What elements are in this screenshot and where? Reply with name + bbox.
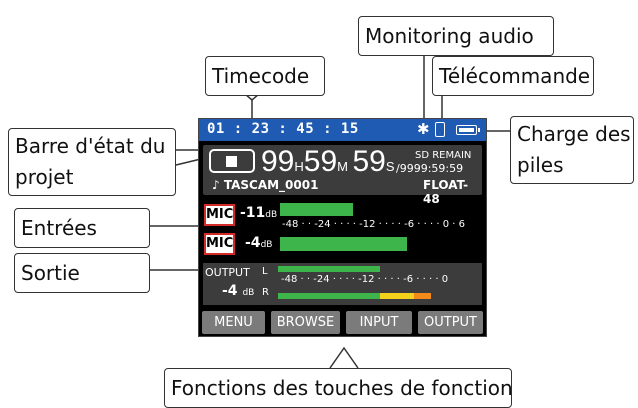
input-1-meter [280, 203, 353, 216]
battery-callout: Charge des piles [510, 116, 634, 184]
output-label: OUTPUT [205, 266, 250, 279]
input-1-mic-button[interactable]: MIC [204, 204, 235, 226]
timecode-callout: Timecode [205, 56, 325, 96]
file-name: ♪ TASCAM_0001 [212, 178, 319, 192]
fkeys-callout: Fonctions des touches de fonction [164, 368, 513, 408]
output-callout: Sortie [14, 253, 150, 293]
project-callout-line2: projet [15, 165, 74, 189]
function-keys: MENU BROWSE INPUT OUTPUT [199, 310, 486, 336]
callout-lines [150, 44, 510, 369]
monitoring-callout: Monitoring audio [358, 16, 554, 56]
project-status-bar: 99H59M 59S SD REMAIN /9999:59:59 ♪ TASCA… [203, 145, 482, 206]
battery-callout-line1: Charge des [517, 122, 631, 146]
output-r-label: R [262, 287, 269, 298]
output-level: -4 dB [222, 283, 255, 299]
input-2-meter [280, 237, 408, 251]
remaining-time: 99H59M 59S [261, 145, 395, 178]
timecode-display: 01 : 23 : 45 : 15 [207, 121, 359, 137]
battery-icon [456, 125, 480, 135]
input-key[interactable]: INPUT [346, 311, 412, 334]
output-key[interactable]: OUTPUT [418, 311, 483, 334]
menu-key[interactable]: MENU [202, 311, 265, 334]
output-scale: -48 · · -24 · · · · -12 · · · · -6 · · ·… [281, 274, 449, 285]
input-2-mic-button[interactable]: MIC [204, 233, 235, 255]
output-r-meter [278, 293, 431, 299]
output-l-label: L [262, 266, 268, 277]
sd-remain-value: /9999:59:59 [396, 162, 464, 175]
browse-key[interactable]: BROWSE [271, 311, 340, 334]
file-format: FLOAT-48 [423, 178, 469, 206]
battery-callout-line2: piles [517, 153, 564, 177]
project-callout-line1: Barre d'état du [15, 134, 166, 158]
inputs-callout: Entrées [14, 208, 150, 248]
output-l-meter [278, 266, 380, 272]
project-status-callout: Barre d'état du projet [8, 128, 176, 196]
sd-remain-label: SD REMAIN [415, 150, 472, 161]
input-1-level: -11dB [240, 205, 278, 221]
input-2-level: -4dB [245, 235, 273, 251]
remote-icon [435, 122, 445, 137]
output-section: OUTPUT L -4 dB R -48 · · -24 · · · · -12… [203, 263, 482, 305]
input-scale: -48 · · -24 · · · · -12 · · · · -6 · · ·… [282, 219, 465, 230]
stop-icon[interactable] [209, 149, 255, 173]
remote-callout: Télécommande [432, 56, 594, 96]
device-screen: 01 : 23 : 45 : 15 ✱ 99H59M 59S SD REMAIN… [198, 118, 487, 337]
bluetooth-icon: ✱ [417, 120, 430, 138]
status-bar: 01 : 23 : 45 : 15 ✱ [199, 119, 486, 141]
